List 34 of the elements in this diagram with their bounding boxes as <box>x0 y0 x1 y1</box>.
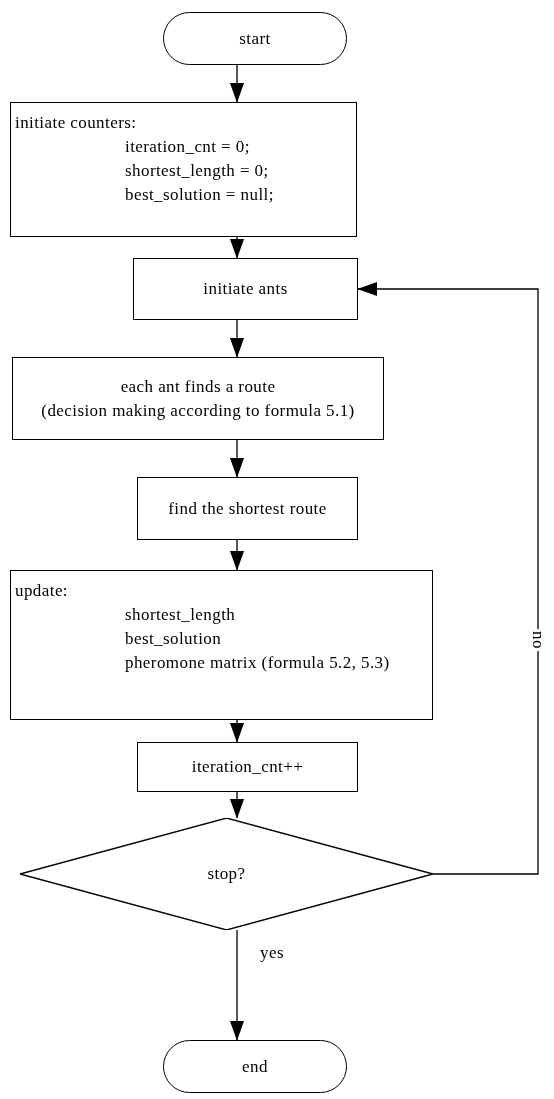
node-text: find the shortest route <box>168 497 327 520</box>
node-text: shortest_length = 0; <box>124 160 269 182</box>
node-text: stop? <box>207 863 246 885</box>
arrow <box>229 929 245 1041</box>
arrow <box>229 791 245 819</box>
node-text: iteration_cnt++ <box>191 756 304 778</box>
node-text: best_solution <box>124 628 222 650</box>
node-text: end <box>242 1055 268 1078</box>
decision-diamond <box>20 818 433 930</box>
node-text: start <box>239 27 271 50</box>
arrow <box>229 319 245 358</box>
node-text: update: <box>15 580 68 602</box>
arrow <box>229 719 245 743</box>
node-text: best_solution = null; <box>124 184 274 206</box>
arrow <box>229 539 245 571</box>
arrow <box>229 236 245 259</box>
arrow <box>229 439 245 478</box>
node-text: initiate counters: <box>15 112 137 134</box>
process-box <box>12 357 384 440</box>
node-text: each ant finds a route <box>120 375 276 398</box>
node-text: initiate ants <box>203 278 288 300</box>
node-text: pheromone matrix (formula 5.2, 5.3) <box>124 652 390 674</box>
process-box <box>137 477 358 540</box>
node-text: (decision making according to formula 5.1) <box>41 399 355 422</box>
process-box <box>10 102 357 237</box>
terminal-pill <box>163 12 347 65</box>
process-box <box>133 258 358 320</box>
node-text: shortest_length <box>124 604 236 626</box>
terminal-pill <box>163 1040 347 1093</box>
process-box <box>10 570 433 720</box>
process-box <box>137 742 358 792</box>
arrow <box>357 281 539 875</box>
node-text: iteration_cnt = 0; <box>124 136 250 158</box>
arrow <box>229 64 245 103</box>
